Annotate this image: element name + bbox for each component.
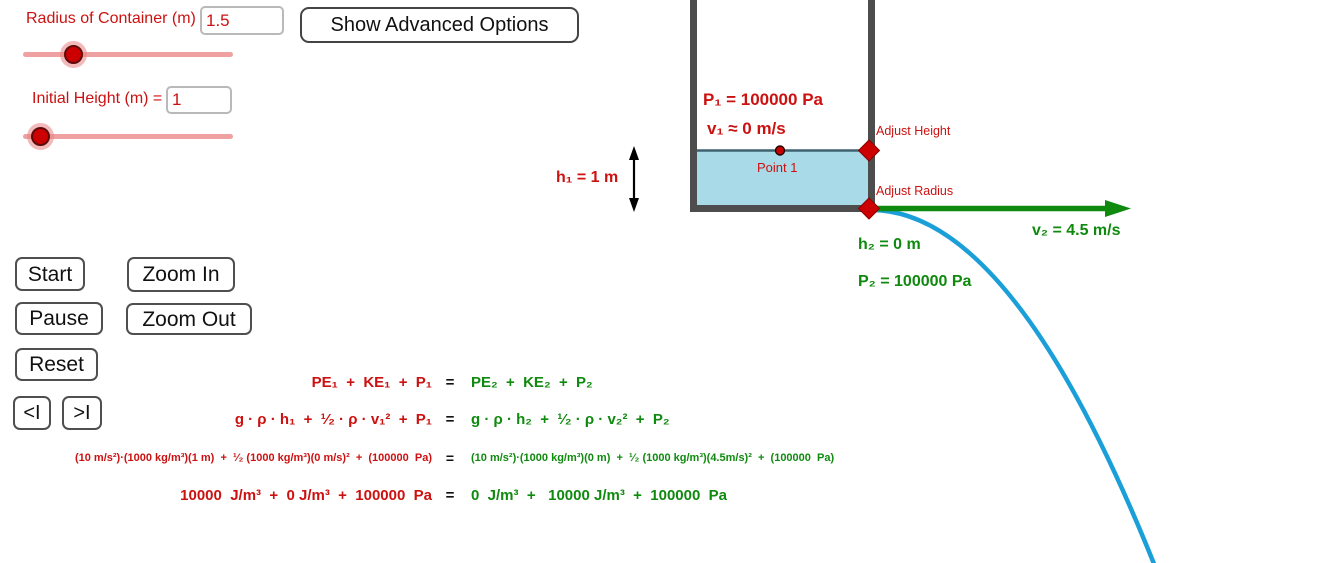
height-slider-label: Initial Height (m) = bbox=[32, 90, 163, 107]
height-input[interactable] bbox=[166, 86, 232, 114]
p2-label: P₂ = 100000 Pa bbox=[858, 273, 972, 290]
radius-slider[interactable] bbox=[23, 52, 233, 57]
equals-sign-1: = bbox=[445, 374, 455, 391]
equation-right-2: g · ρ · h₂ + ¹⁄₂ · ρ · v₂² + P₂ bbox=[471, 411, 670, 428]
radius-slider-label: Radius of Container (m) = bbox=[26, 10, 210, 27]
equation-left-2: g · ρ · h₁ + ¹⁄₂ · ρ · v₁² + P₁ bbox=[234, 411, 432, 428]
h1-arrow-down-icon bbox=[629, 198, 639, 212]
water-fill bbox=[697, 151, 868, 205]
equals-sign-4: = bbox=[445, 487, 455, 504]
equation-right-3: (10 m/s²)·(1000 kg/m³)(0 m) + ¹⁄₂ (1000 … bbox=[471, 452, 835, 464]
adjust-radius-handle[interactable] bbox=[857, 197, 881, 220]
trajectory-curve bbox=[870, 207, 1157, 563]
pause-button[interactable]: Pause bbox=[15, 302, 103, 335]
step-back-button[interactable]: <I bbox=[13, 396, 51, 430]
p1-label: P₁ = 100000 Pa bbox=[703, 90, 823, 109]
outflow-arrow-head-icon bbox=[1105, 200, 1131, 217]
equation-right-1: PE₂ + KE₂ + P₂ bbox=[471, 374, 593, 391]
height-slider-handle[interactable] bbox=[31, 127, 50, 146]
step-forward-button[interactable]: >I bbox=[62, 396, 102, 430]
v1-label: v₁ ≈ 0 m/s bbox=[707, 119, 786, 138]
radius-slider-handle[interactable] bbox=[64, 45, 83, 64]
adjust-height-handle[interactable] bbox=[857, 139, 881, 162]
height-slider[interactable] bbox=[23, 134, 233, 139]
reset-button[interactable]: Reset bbox=[15, 348, 98, 381]
point1-label: Point 1 bbox=[757, 160, 798, 175]
point1-dot bbox=[774, 145, 786, 156]
start-button[interactable]: Start bbox=[15, 257, 85, 291]
v2-label: v₂ = 4.5 m/s bbox=[1032, 222, 1121, 239]
equals-sign-3: = bbox=[445, 450, 455, 466]
radius-input[interactable] bbox=[200, 6, 284, 35]
h1-label: h₁ = 1 m bbox=[556, 169, 619, 186]
adjust-radius-label: Adjust Radius bbox=[876, 184, 954, 198]
zoom-in-button[interactable]: Zoom In bbox=[127, 257, 235, 292]
zoom-out-button[interactable]: Zoom Out bbox=[126, 303, 252, 335]
show-advanced-options-button[interactable]: Show Advanced Options bbox=[300, 7, 579, 43]
h1-arrow-up-icon bbox=[629, 146, 639, 160]
equals-sign-2: = bbox=[445, 411, 455, 428]
container-walls bbox=[690, 0, 875, 212]
h2-label: h₂ = 0 m bbox=[858, 236, 921, 253]
equation-right-4: 0 J/m³ + 10000 J/m³ + 100000 Pa bbox=[471, 487, 728, 504]
equation-left-1: PE₁ + KE₁ + P₁ bbox=[311, 374, 432, 391]
equation-left-4: 10000 J/m³ + 0 J/m³ + 100000 Pa bbox=[180, 487, 432, 504]
equation-left-3: (10 m/s²)·(1000 kg/m³)(1 m) + ¹⁄₂ (1000 … bbox=[74, 452, 432, 464]
adjust-height-label: Adjust Height bbox=[876, 124, 951, 138]
